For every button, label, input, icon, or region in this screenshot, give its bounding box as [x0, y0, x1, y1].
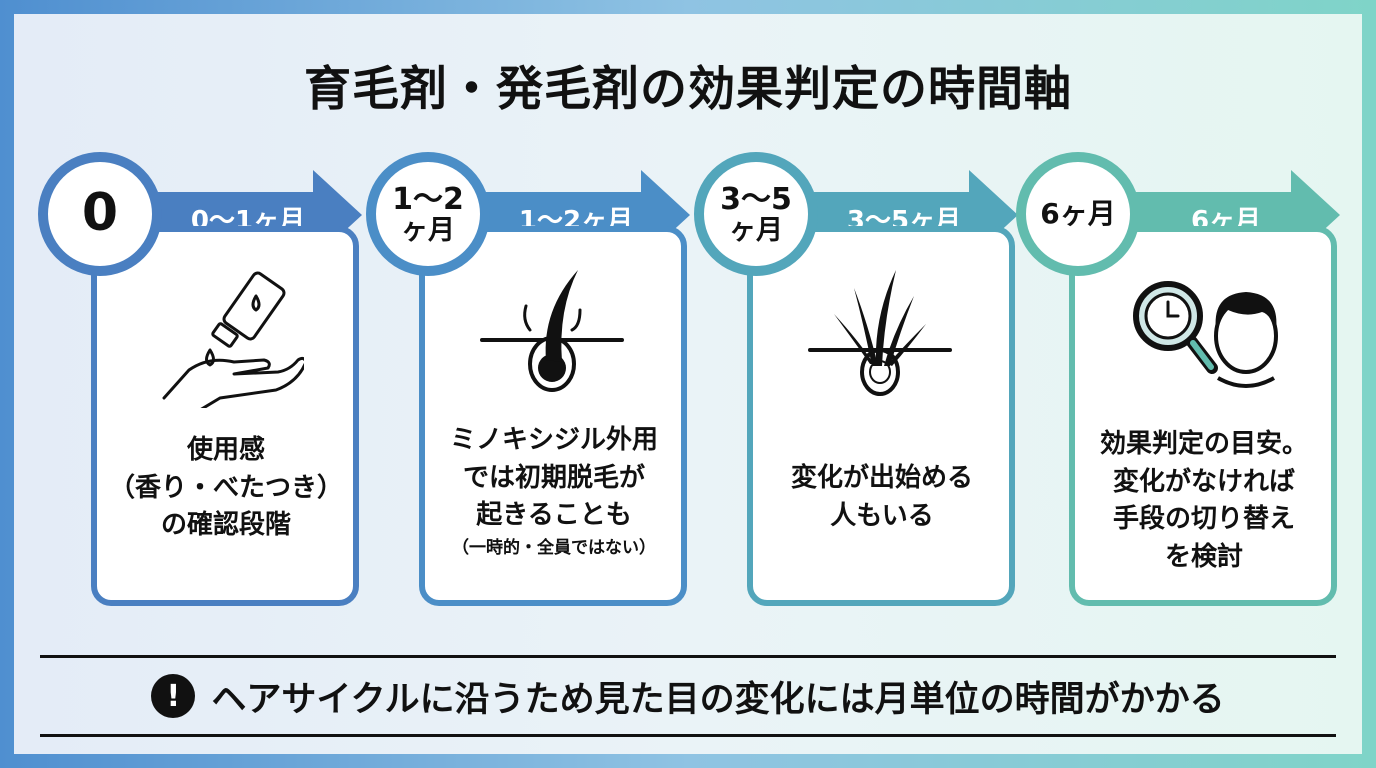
step-badge: 0	[38, 152, 162, 276]
step-description: 効果判定の目安。 変化がなければ 手段の切り替え を検討	[1099, 429, 1308, 573]
badge-text: 0	[81, 183, 119, 244]
badge-text: 3〜5	[720, 181, 792, 217]
badge-unit: ヶ月	[401, 214, 455, 246]
step-note: （一時的・全員ではない）	[452, 538, 656, 559]
summary-banner: ! ヘアサイクルに沿うため見た目の変化には月単位の時間がかかる	[40, 655, 1336, 737]
step-description: 使用感 （香り・べたつき） の確認段階	[108, 435, 343, 541]
badge-unit: ヶ月	[729, 214, 783, 246]
step-card	[747, 226, 1015, 606]
step-badge: 6ヶ月	[1016, 152, 1140, 276]
step-card	[1069, 226, 1337, 606]
magnifier-clock-face-icon	[1133, 281, 1278, 388]
step-description: 変化が出始める 人もいる	[790, 463, 973, 531]
timeline-step-3-5-months: 3〜5ヶ月 3〜5 ヶ月 変化が出始める 人もいる	[694, 152, 1020, 614]
badge-text: 1〜2	[392, 181, 464, 217]
hair-follicle-icon	[480, 270, 624, 392]
hand-drop-icon	[162, 271, 304, 408]
badge-text: 6ヶ月	[1040, 196, 1116, 230]
page-title: 育毛剤・発毛剤の効果判定の時間軸	[304, 62, 1072, 117]
summary-text: ヘアサイクルに沿うため見た目の変化には月単位の時間がかかる	[211, 679, 1225, 720]
timeline-step-0-1-month: 0〜1ヶ月 0 使用感 （香り・べたつき） の確認段階	[38, 152, 364, 614]
step-card	[419, 226, 687, 606]
timeline-step-6-months: 6ヶ月 6ヶ月 効果判定の目安。 変化がなければ 手段の切り替え を検討	[1016, 152, 1342, 614]
step-badge: 1〜2 ヶ月	[366, 152, 490, 276]
hair-growth-icon	[808, 270, 952, 396]
timeline-step-1-2-months: 1〜2ヶ月 1〜2 ヶ月 ミノキシジル外用 では初期脱毛が 起きることも （一時…	[366, 152, 692, 614]
step-description: ミノキシジル外用 では初期脱毛が 起きることも （一時的・全員ではない）	[426, 422, 682, 559]
step-badge: 3〜5 ヶ月	[694, 152, 818, 276]
exclamation-icon: !	[151, 674, 196, 718]
step-card	[91, 226, 359, 606]
